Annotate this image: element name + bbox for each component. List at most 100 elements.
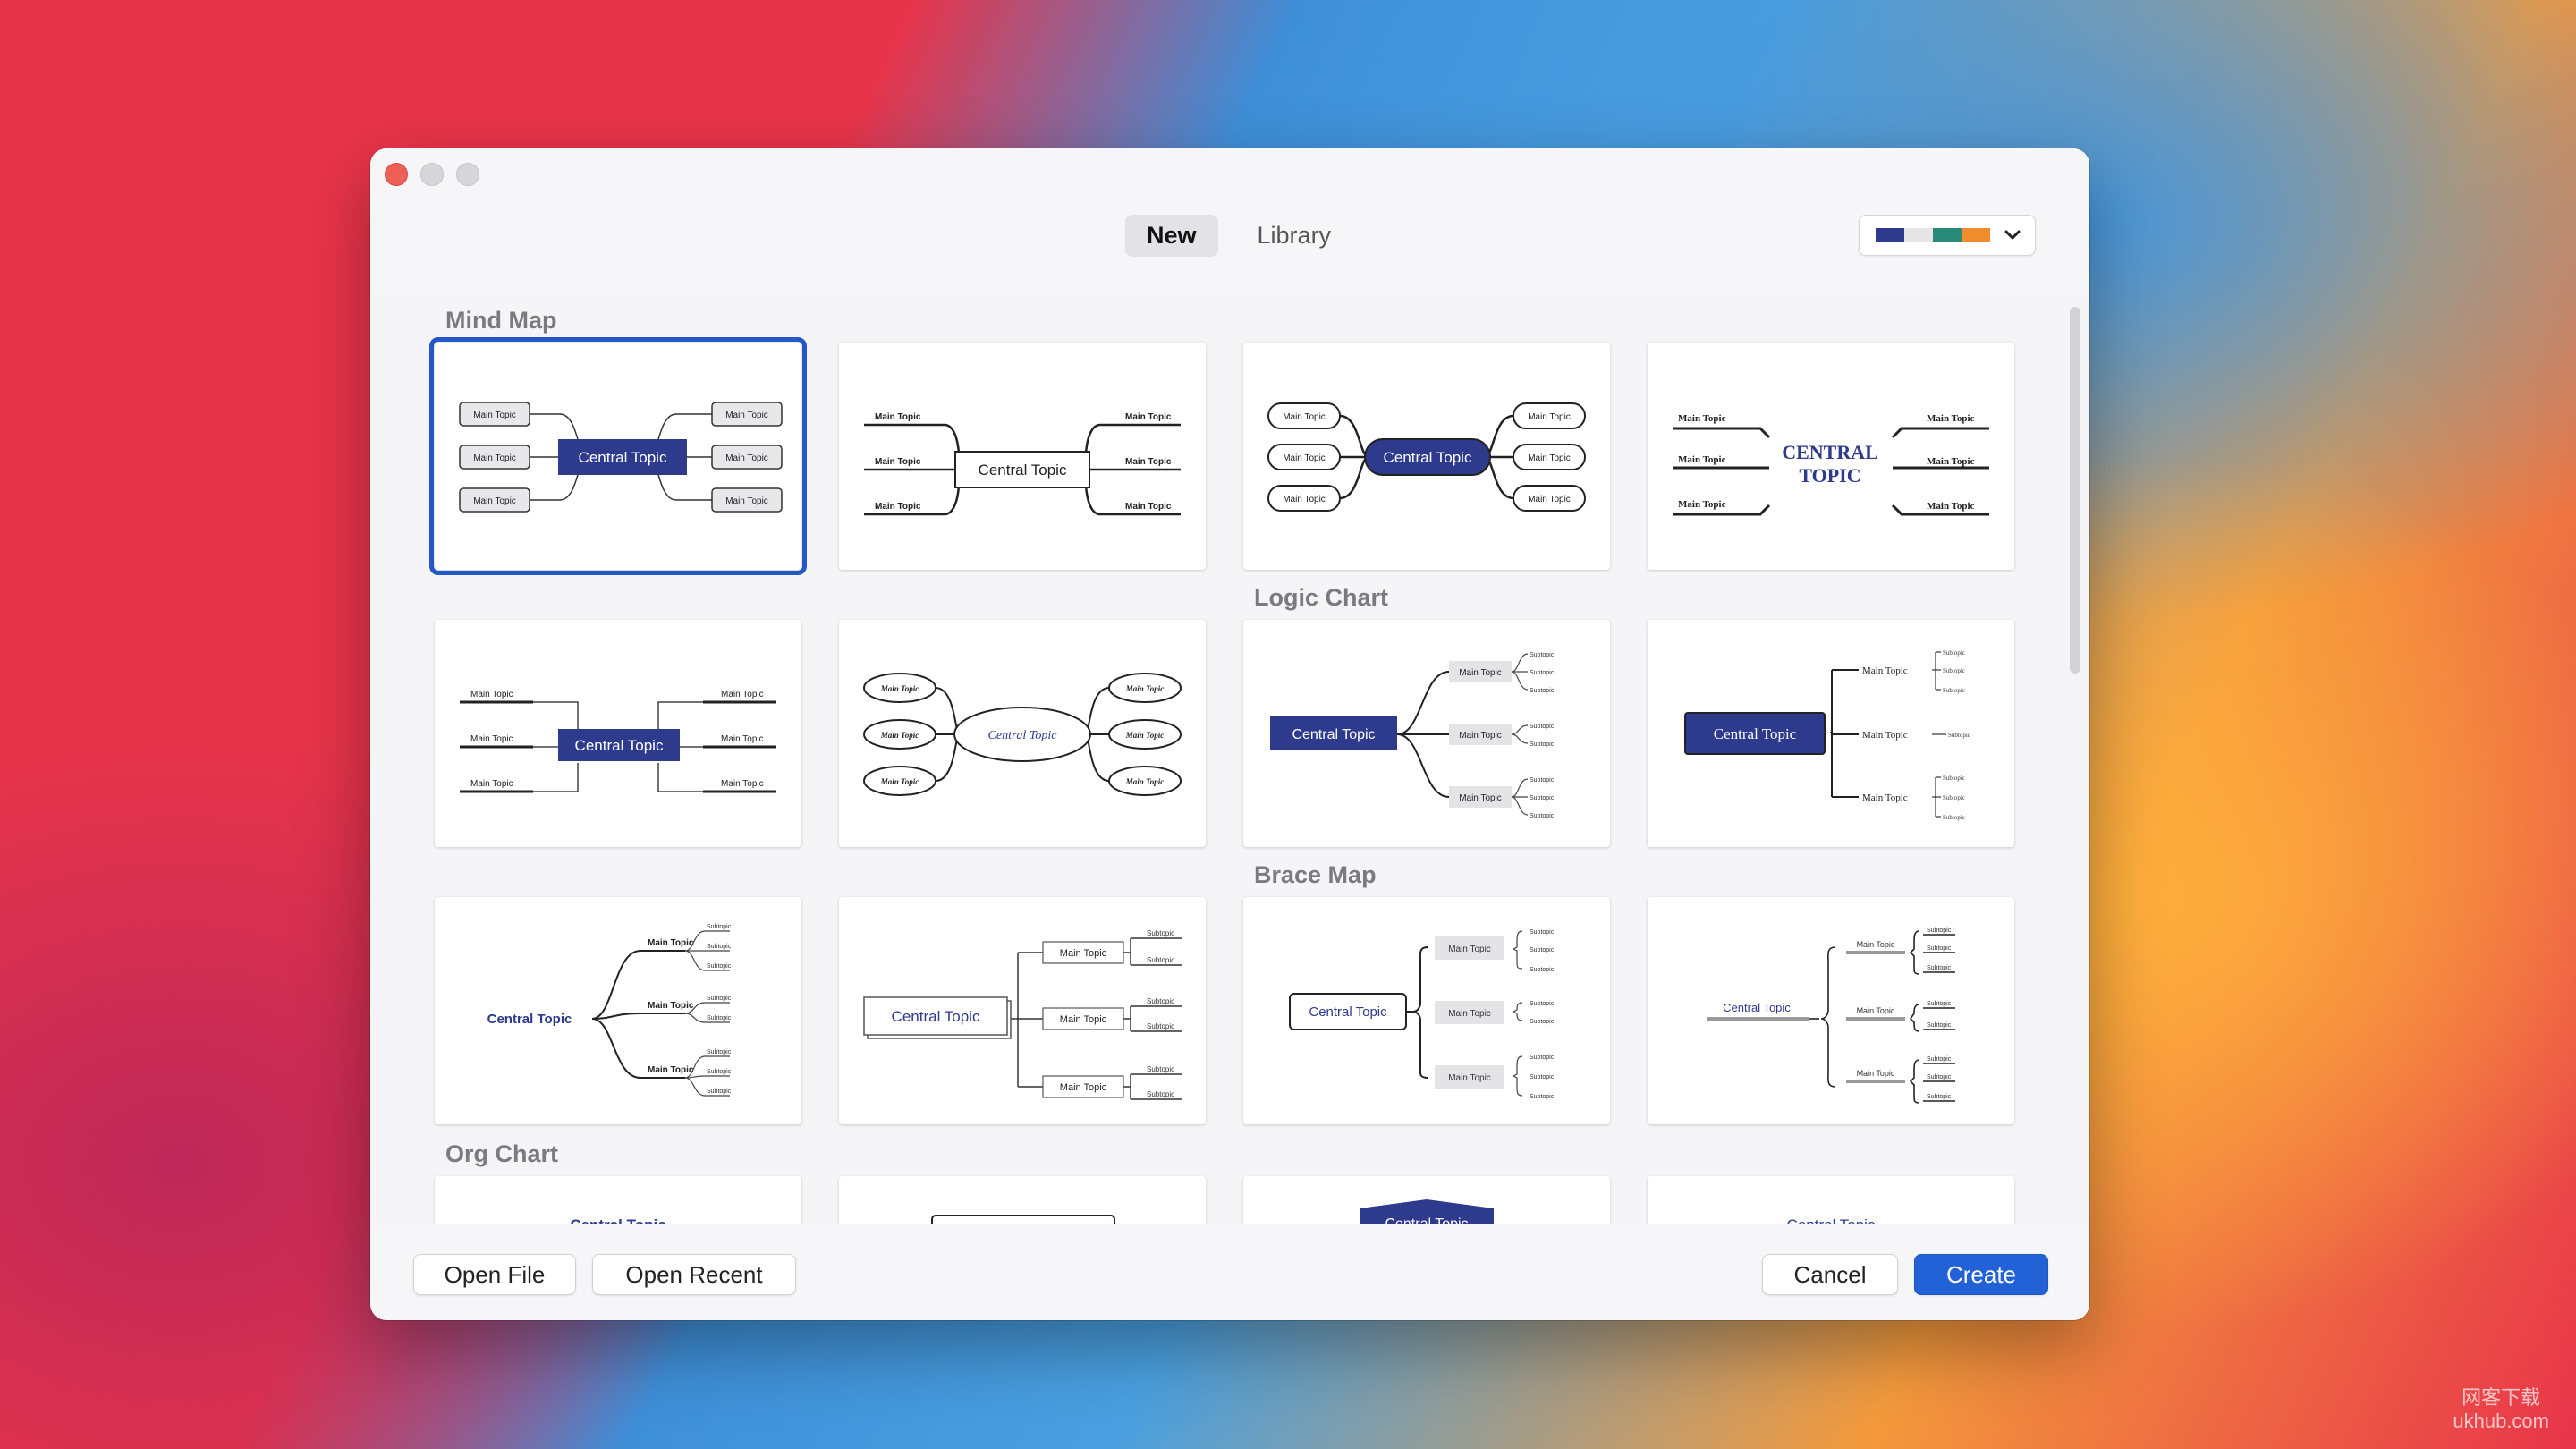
section-label-logic-chart: Logic Chart xyxy=(1254,584,1389,611)
template-card-logic-chart-plain[interactable]: Central Topic Main Topic Main Topic Main… xyxy=(435,897,801,1124)
tab-new[interactable]: New xyxy=(1125,215,1218,257)
main-topic-text: Main Topic xyxy=(880,777,919,786)
central-topic-text: Central Topic xyxy=(1384,449,1472,466)
main-topic-text: Main Topic xyxy=(1283,412,1326,422)
main-topic-text: Main Topic xyxy=(1448,945,1491,954)
subtopic-text: Subtopic xyxy=(1943,687,1965,694)
watermark-line-1: 网客下载 xyxy=(2462,1386,2541,1409)
template-card-mind-map-caps[interactable]: Main Topic Main Topic Main Topic Main To… xyxy=(1648,343,2014,570)
create-button[interactable]: Create xyxy=(1914,1254,2048,1295)
template-card-mind-map-bracket[interactable]: Main Topic Main Topic Main Topic Main To… xyxy=(435,620,801,847)
subtopic-text: Subtopic xyxy=(707,1069,732,1075)
subtopic-text: Subtopic xyxy=(1530,741,1555,748)
subtopic-text: Subtopic xyxy=(707,1015,732,1021)
subtopic-text: Subtopic xyxy=(707,1049,732,1055)
main-topic-text: Main Topic xyxy=(721,779,764,789)
main-topic-text: Main Topic xyxy=(1857,1006,1895,1015)
tab-switcher: New Library xyxy=(1125,215,1352,257)
subtopic-text: Subtopic xyxy=(1927,1056,1952,1063)
cancel-button[interactable]: Cancel xyxy=(1762,1254,1898,1295)
section-label-brace-map: Brace Map xyxy=(1254,861,1377,888)
palette-swatch xyxy=(1962,228,1990,242)
subtopic-text: Subtopic xyxy=(707,1089,732,1095)
main-topic-text: Main Topic xyxy=(1060,1014,1107,1025)
subtopic-text: Subtopic xyxy=(1147,956,1174,964)
main-topic-text: Main Topic xyxy=(1927,456,1975,467)
main-topic-text: Main Topic xyxy=(648,938,694,948)
main-topic-text: Main Topic xyxy=(1528,412,1571,422)
main-topic-text: Main Topic xyxy=(1060,1082,1107,1093)
main-topic-text: Main Topic xyxy=(725,453,768,463)
subtopic-text: Subtopic xyxy=(1927,1074,1952,1080)
subtopic-text: Subtopic xyxy=(1530,1094,1555,1100)
color-theme-picker[interactable] xyxy=(1859,215,2036,256)
subtopic-text: Subtopic xyxy=(1927,945,1952,952)
subtopic-text: Subtopic xyxy=(1927,1022,1952,1029)
template-card-org-chart-2[interactable] xyxy=(839,1176,1206,1224)
main-topic-text: Main Topic xyxy=(648,1001,694,1011)
main-topic-text: Main Topic xyxy=(875,412,921,422)
main-topic-text: Main Topic xyxy=(1448,1009,1491,1019)
main-topic-text: Main Topic xyxy=(721,690,764,699)
main-topic-text: Main Topic xyxy=(1862,665,1908,676)
main-topic-text: Main Topic xyxy=(1678,413,1726,424)
subtopic-text: Subtopic xyxy=(1943,794,1965,801)
subtopic-text: Subtopic xyxy=(707,924,732,930)
template-card-logic-chart-blue[interactable]: Central Topic Main Topic Main Topic Main… xyxy=(1243,620,1610,847)
template-gallery: Mind Map Logic Chart Brace Map Org Chart xyxy=(370,292,2089,1224)
subtopic-text: Subtopic xyxy=(1927,965,1952,971)
template-card-mind-map-rounded[interactable]: Main Topic Main Topic Main Topic Main To… xyxy=(1243,343,1610,570)
subtopic-text: Subtopic xyxy=(707,944,732,950)
template-card-logic-chart-boxes[interactable]: Central Topic Main Topic Main Topic Main… xyxy=(839,897,1206,1124)
close-window-button[interactable] xyxy=(385,163,408,186)
main-topic-text: Main Topic xyxy=(473,411,516,420)
main-topic-text: Main Topic xyxy=(1125,412,1172,422)
section-label-org-chart: Org Chart xyxy=(445,1140,559,1167)
template-card-org-chart-1[interactable]: Central Topic xyxy=(435,1176,801,1224)
vertical-scrollbar[interactable] xyxy=(2070,307,2080,674)
template-card-brace-map-boxed[interactable]: Central Topic Main Topic Main Topic Main… xyxy=(1243,897,1610,1124)
template-card-mind-map-underline[interactable]: Main Topic Main Topic Main Topic Main To… xyxy=(839,343,1206,570)
central-topic-text: CENTRAL xyxy=(1782,441,1878,463)
subtopic-text: Subtopic xyxy=(1147,997,1174,1005)
watermark-line-2: ukhub.com xyxy=(2453,1410,2549,1432)
open-recent-button[interactable]: Open Recent xyxy=(592,1254,796,1295)
open-file-button[interactable]: Open File xyxy=(413,1254,576,1295)
subtopic-text: Subtopic xyxy=(1147,1090,1174,1098)
subtopic-text: Subtopic xyxy=(1530,947,1555,953)
main-topic-text: Main Topic xyxy=(1927,501,1975,512)
template-card-org-chart-3[interactable]: Central Topic xyxy=(1243,1176,1610,1224)
new-document-window: New Library Mind Map Logic Chart Brace M… xyxy=(370,148,2089,1320)
main-topic-text: Main Topic xyxy=(1125,502,1172,512)
central-topic-text: Central Topic xyxy=(1292,727,1375,742)
central-topic-text: Central Topic xyxy=(979,462,1067,479)
title-bar: New Library xyxy=(370,148,2089,292)
main-topic-text: Main Topic xyxy=(1862,792,1908,803)
tab-library[interactable]: Library xyxy=(1257,222,1332,249)
main-topic-text: Main Topic xyxy=(1927,413,1975,424)
subtopic-text: Subtopic xyxy=(1530,1001,1555,1007)
main-topic-text: Main Topic xyxy=(470,779,513,789)
zoom-window-button[interactable] xyxy=(456,163,479,186)
template-card-mind-map-ellipse[interactable]: Main Topic Main Topic Main Topic Main To… xyxy=(839,620,1206,847)
template-card-org-chart-4[interactable]: Central Topic xyxy=(1648,1176,2014,1224)
main-topic-text: Main Topic xyxy=(1459,668,1502,678)
minimize-window-button[interactable] xyxy=(420,163,444,186)
subtopic-text: Subtopic xyxy=(1530,1055,1555,1061)
subtopic-text: Subtopic xyxy=(1530,1019,1555,1025)
template-card-logic-chart-serif[interactable]: Central Topic Main Topic Main Topic Main… xyxy=(1648,620,2014,847)
subtopic-text: Subtopic xyxy=(1530,795,1555,801)
subtopic-text: Subtopic xyxy=(707,963,732,970)
central-topic-text: Central Topic xyxy=(1714,725,1797,742)
main-topic-text: Main Topic xyxy=(1459,793,1502,803)
main-topic-text: Main Topic xyxy=(1862,730,1908,741)
subtopic-text: Subtopic xyxy=(1943,649,1965,657)
subtopic-text: Subtopic xyxy=(1530,813,1555,819)
central-topic-text: Central Topic xyxy=(1385,1216,1468,1224)
template-card-mind-map-classic[interactable]: Main Topic Main Topic Main Topic Main To… xyxy=(429,337,807,575)
main-topic-text: Main Topic xyxy=(875,457,921,467)
main-topic-text: Main Topic xyxy=(1459,731,1502,741)
template-card-brace-map-minimal[interactable]: Central Topic Main Topic Main Topic Main… xyxy=(1648,897,2014,1124)
subtopic-text: Subtopic xyxy=(1530,1074,1555,1080)
main-topic-text: Main Topic xyxy=(1125,731,1164,740)
